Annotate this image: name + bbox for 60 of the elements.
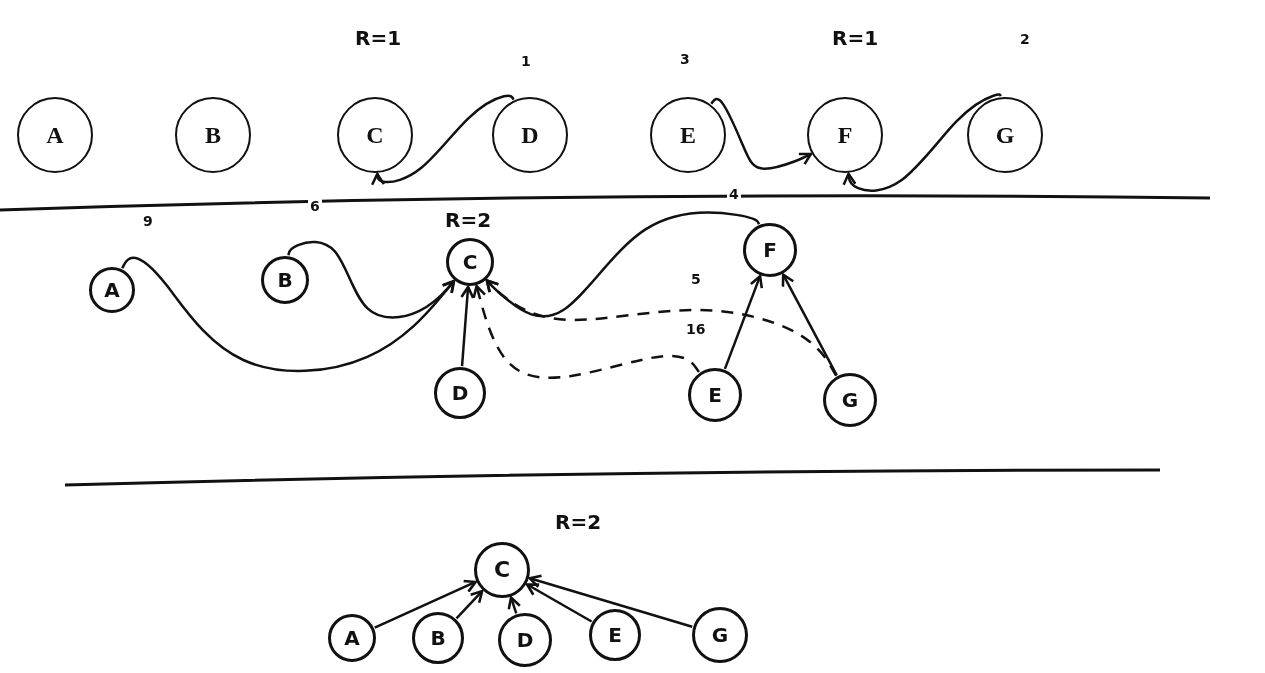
node-circle (446, 238, 494, 286)
node-label: B (277, 270, 293, 290)
node-circle (650, 97, 726, 173)
node-label: G (995, 123, 1015, 147)
node-circle (692, 607, 748, 663)
node-label: B (205, 123, 221, 147)
node-label: E (680, 123, 696, 147)
radius-note: R=2 (445, 208, 492, 232)
arrow (370, 94, 515, 187)
node-label: C (366, 123, 384, 147)
arrow (781, 273, 838, 376)
node-circle (89, 267, 135, 313)
node-circle (967, 97, 1043, 173)
node-label: A (104, 280, 120, 300)
node-circle (412, 612, 464, 664)
arrow (723, 274, 764, 370)
node-circle (492, 97, 568, 173)
node-circle (337, 97, 413, 173)
node-circle (743, 223, 797, 277)
node-label: G (841, 390, 859, 410)
arrow (374, 579, 477, 629)
arrow (460, 285, 475, 367)
arrow (485, 279, 838, 377)
node-circle (17, 97, 93, 173)
arrow (121, 256, 456, 373)
node-circle (261, 256, 309, 304)
node-label: C (462, 252, 478, 272)
node-circle (807, 97, 883, 173)
node-label: E (608, 625, 622, 645)
radius-note: R=1 (832, 26, 879, 50)
node-label: D (451, 383, 469, 403)
node-label: E (708, 385, 722, 405)
arrow (287, 240, 456, 319)
node-label: F (837, 123, 853, 147)
node-circle (589, 609, 641, 661)
node-circle (434, 367, 486, 419)
arrow (525, 583, 593, 623)
node-label: F (763, 240, 777, 260)
radius-note: R=2 (555, 510, 602, 534)
node-label: D (521, 123, 539, 147)
node-circle (175, 97, 251, 173)
node-label: A (344, 628, 360, 648)
arrow (472, 284, 700, 380)
node-label: B (430, 628, 446, 648)
node-label: G (711, 625, 729, 645)
node-circle (474, 542, 530, 598)
arrow (710, 98, 813, 170)
arrow (485, 211, 761, 318)
node-label: D (516, 630, 534, 650)
node-circle (498, 613, 552, 667)
node-circle (328, 614, 376, 662)
node-circle (823, 373, 877, 427)
node-label: A (46, 123, 64, 147)
arrow (842, 93, 1002, 192)
arrow (528, 574, 693, 628)
node-circle (688, 368, 742, 422)
arrow (507, 596, 522, 614)
node-label: C (493, 559, 511, 581)
radius-note: R=1 (355, 26, 402, 50)
arrow (455, 589, 484, 620)
